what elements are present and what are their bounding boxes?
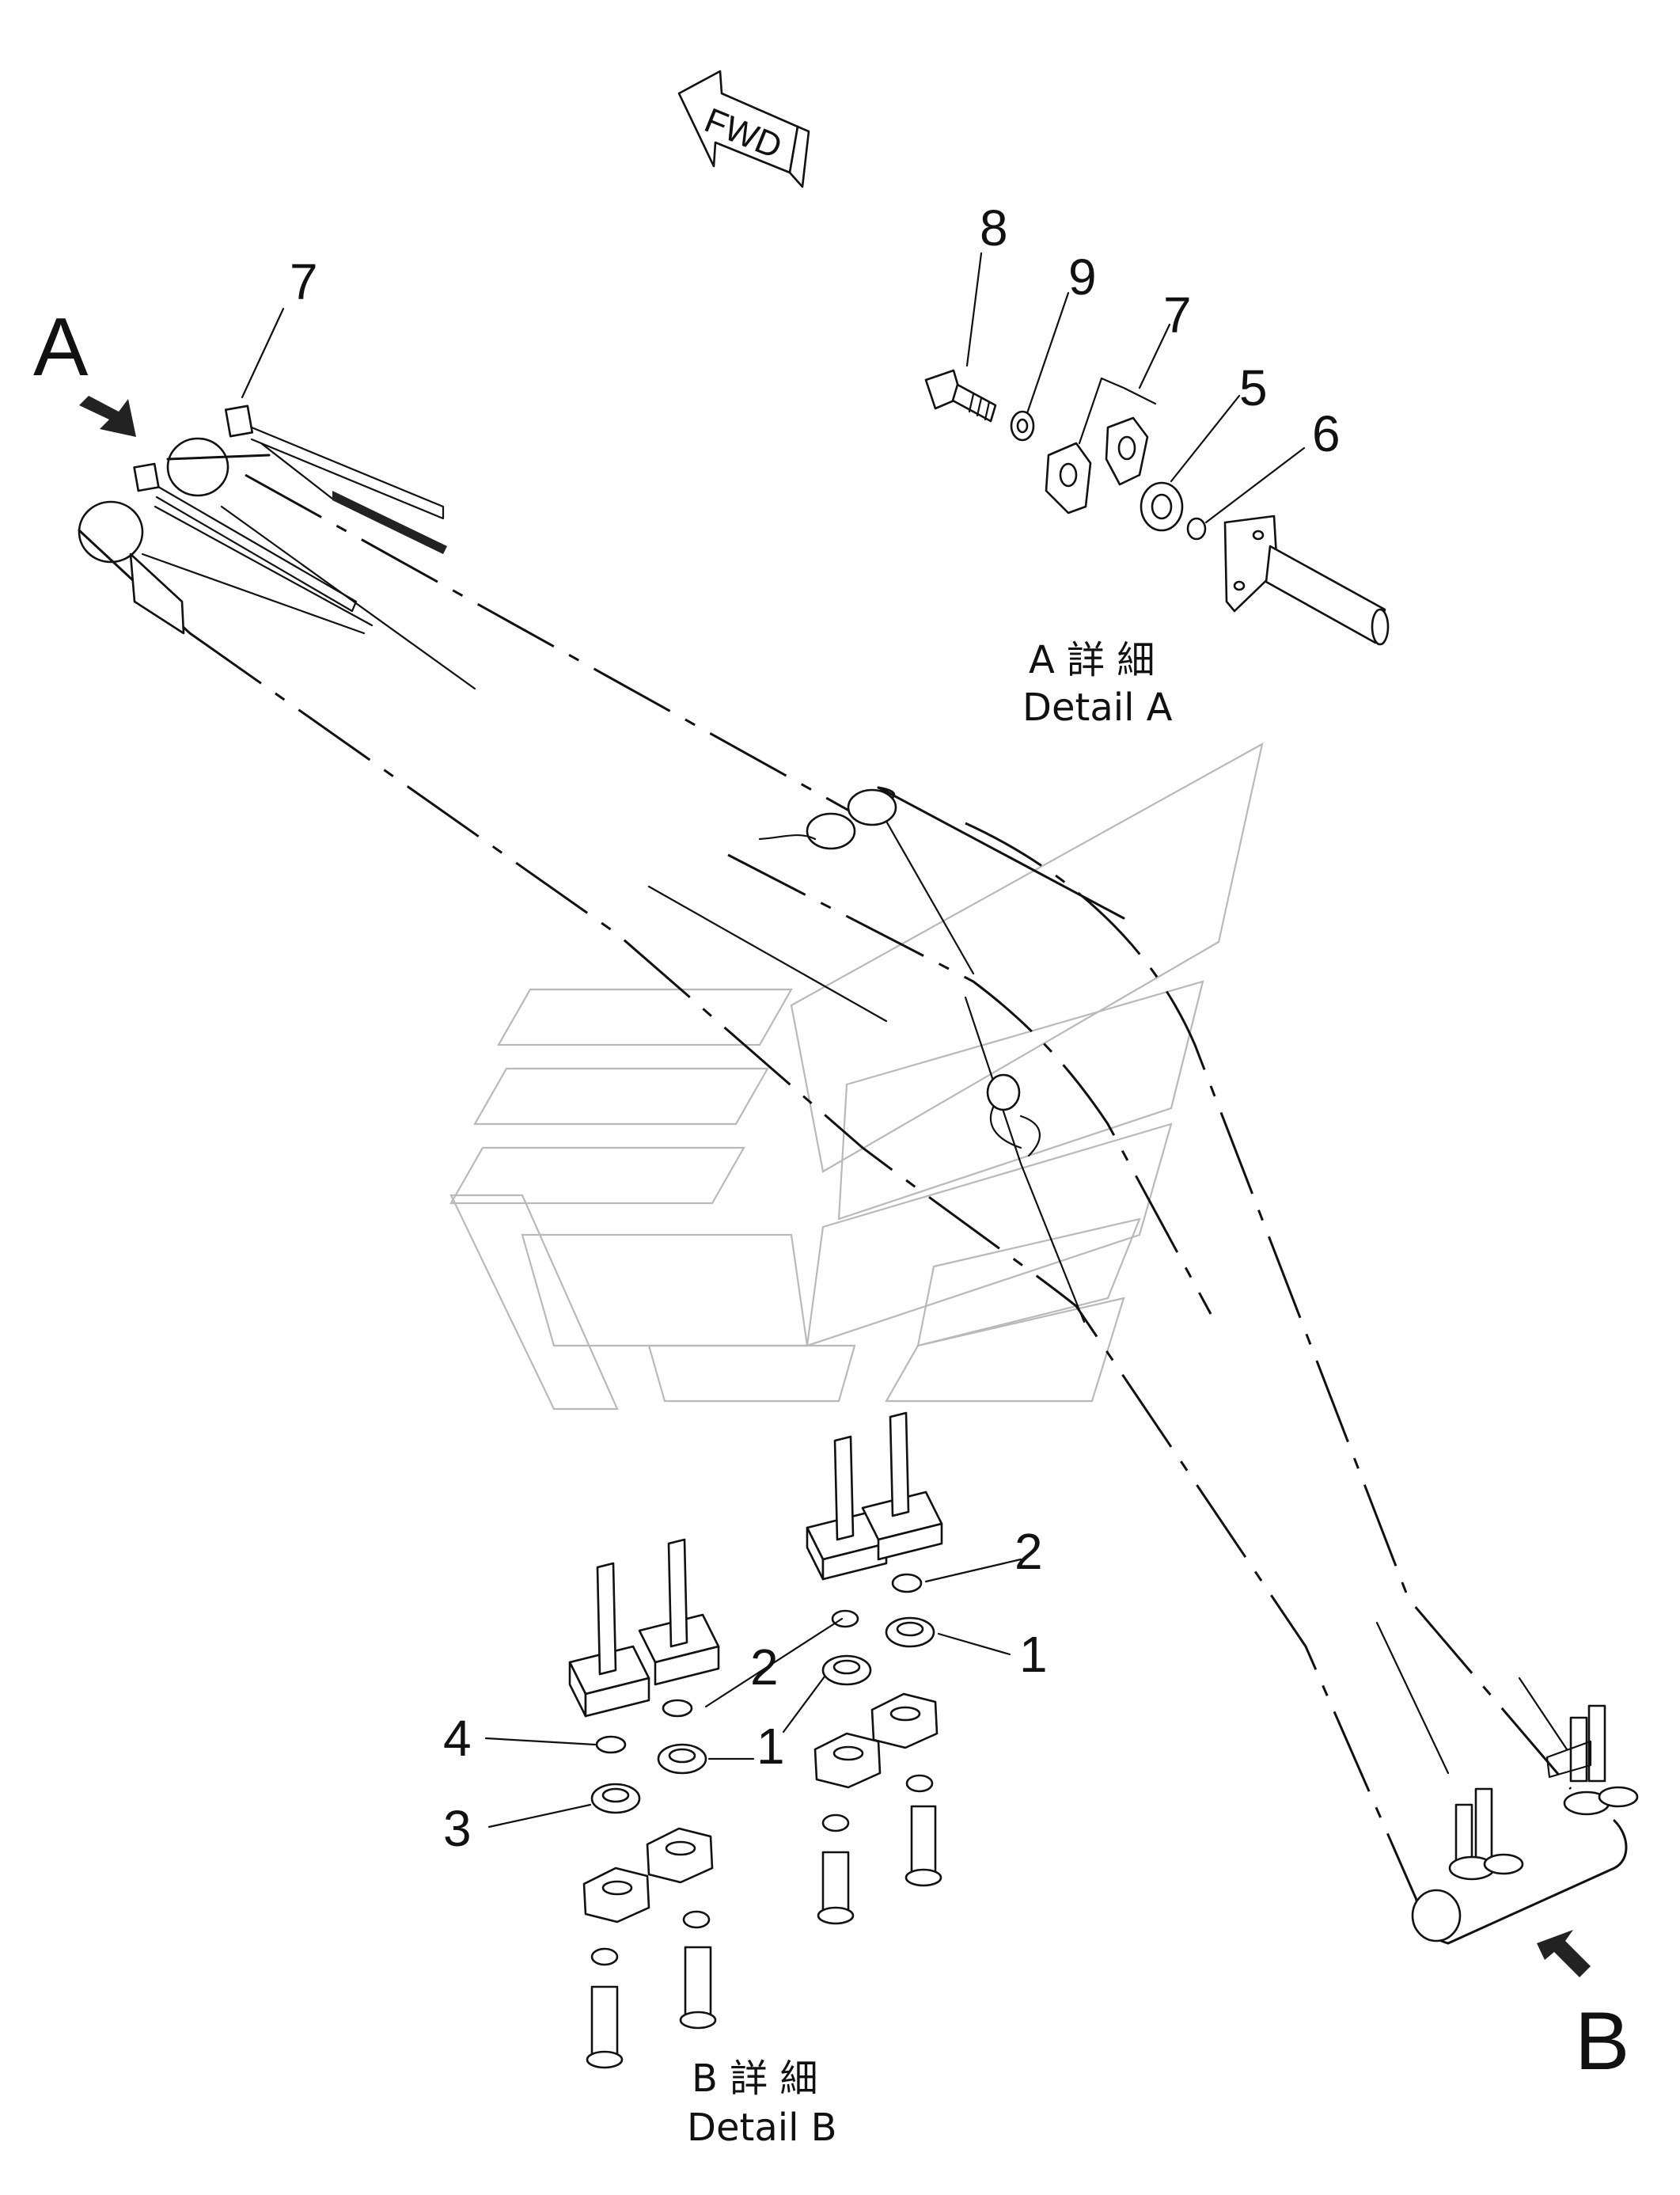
arm-pin-boss-upper [166, 437, 229, 497]
detail-a-caption-en: Detail A [1022, 685, 1173, 730]
arm-pin-boss-end [1411, 1889, 1462, 1942]
pin-plates-upper [806, 1411, 943, 1581]
clamp-7-icon [1045, 416, 1149, 515]
bolt-8-icon [924, 369, 997, 423]
bushing-5-icon [1140, 481, 1184, 532]
detail-a: 8 9 7 5 6 A 詳 細 Detail A [924, 199, 1390, 730]
view-arrow-a: A [33, 302, 136, 437]
oring-2-mid-icon [831, 1609, 859, 1628]
callout-4: 4 [443, 1710, 472, 1767]
pin-plate-icon [1223, 515, 1390, 646]
grease-line-lower [133, 462, 374, 627]
callout-2-upper: 2 [1014, 1523, 1043, 1580]
callout-1-mid: 1 [757, 1718, 785, 1775]
svg-text:7: 7 [290, 253, 318, 310]
grease-fittings-right [1448, 1704, 1639, 1881]
oring-4-icon [595, 1735, 627, 1754]
oring-2-left-icon [662, 1699, 693, 1718]
detail-a-caption-jp: A 詳 細 [1029, 638, 1155, 682]
clamp-bolts-left [582, 1827, 717, 2069]
oring-2-upper-icon [891, 1573, 923, 1593]
callout-6: 6 [1312, 405, 1341, 462]
callout-boom-7: 7 [241, 253, 318, 399]
arm-pin-boss-lower [78, 500, 144, 564]
detail-b-caption-en: Detail B [687, 2106, 837, 2150]
cylinder-mount-boss [758, 788, 1041, 1157]
callout-3: 3 [443, 1800, 472, 1857]
callout-7-detail: 7 [1163, 287, 1192, 344]
clamp-bolts-right [813, 1692, 942, 1925]
view-arrow-b: B [1537, 1930, 1629, 2087]
grease-line-upper [224, 404, 447, 554]
callout-8: 8 [980, 199, 1008, 256]
detail-b-caption-jp: B 詳 細 [692, 2056, 817, 2101]
callout-9: 9 [1068, 249, 1097, 306]
detail-b: 2 1 2 1 4 3 B 詳 細 Detail B [443, 1411, 1048, 2150]
fwd-arrow-icon: FWD [677, 70, 810, 188]
callout-2-mid: 2 [750, 1639, 779, 1696]
view-marker-b: B [1575, 1996, 1629, 2087]
callout-1-upper: 1 [1019, 1626, 1048, 1683]
oring-6-icon [1186, 517, 1207, 541]
view-marker-a: A [33, 302, 89, 393]
watermark-logo [449, 742, 1264, 1411]
pin-plates-left [568, 1538, 720, 1718]
boom-arm [78, 437, 1628, 1945]
callout-5: 5 [1239, 359, 1268, 416]
